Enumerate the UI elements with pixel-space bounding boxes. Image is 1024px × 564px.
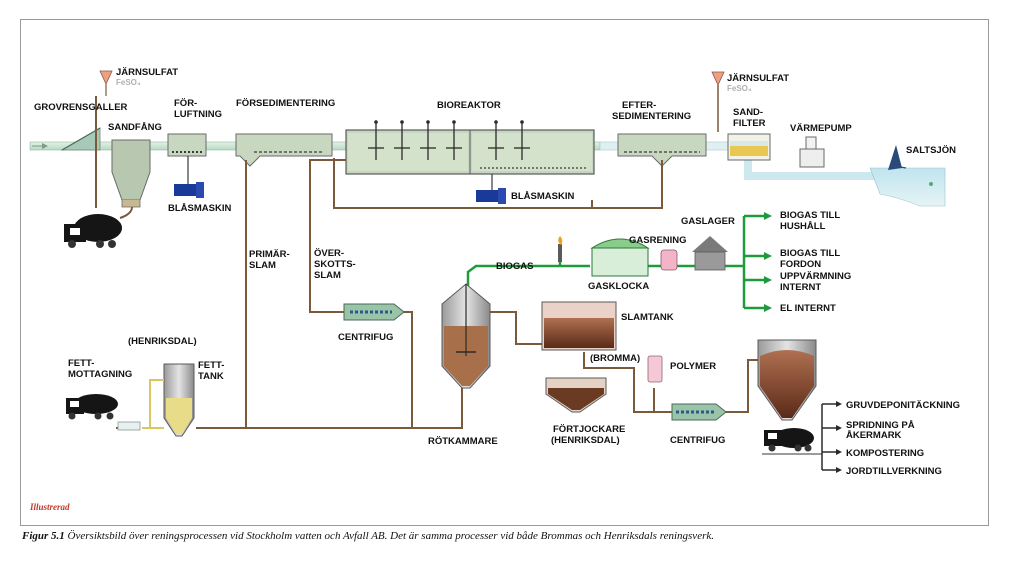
label-biogas-fordon-2: FORDON xyxy=(780,259,821,270)
label-overskott-1: ÖVER- xyxy=(314,248,344,259)
label-centrifug-1: CENTRIFUG xyxy=(338,332,393,343)
label-jarnsulfat-2: JÄRNSULFAT xyxy=(727,73,789,84)
label-forsedimentering: FÖRSEDIMENTERING xyxy=(236,98,335,109)
label-feso4-2: FeSO₄ xyxy=(727,84,752,93)
gas-holder xyxy=(590,238,650,277)
label-rotkammare: RÖTKAMMARE xyxy=(428,436,498,447)
label-henriksdal-1: (HENRIKSDAL) xyxy=(128,336,197,347)
label-fortjockare-1: FÖRTJOCKARE xyxy=(553,424,625,435)
biogas-arrows xyxy=(764,212,772,312)
label-eftersed-1: EFTER- xyxy=(622,100,656,111)
label-gasrening: GASRENING xyxy=(629,235,687,246)
label-sandfilter-1: SAND- xyxy=(733,107,763,118)
grease-tank xyxy=(163,363,195,437)
centrifuge-1 xyxy=(343,303,405,321)
label-polymer: POLYMER xyxy=(670,361,716,372)
label-slamtank: SLAMTANK xyxy=(621,312,674,323)
grit-chamber xyxy=(111,139,151,208)
figure-caption: Figur 5.1 Översiktsbild över reningsproc… xyxy=(22,530,1002,542)
pre-aeration-tank xyxy=(167,133,207,157)
label-biogas-fordon-1: BIOGAS TILL xyxy=(780,248,840,259)
digester xyxy=(441,283,491,389)
sludge-outputs xyxy=(821,403,836,471)
label-jarnsulfat-1: JÄRNSULFAT xyxy=(116,67,178,78)
label-el-internt: EL INTERNT xyxy=(780,303,836,314)
label-kompostering: KOMPOSTERING xyxy=(846,448,924,459)
label-primarslam-2: SLAM xyxy=(249,260,276,271)
label-gruvdeponi: GRUVDEPONITÄCKNING xyxy=(846,400,960,411)
label-grovrensgaller: GROVRENSGALLER xyxy=(34,102,128,113)
label-bromma: (BROMMA) xyxy=(590,353,640,364)
thickener xyxy=(545,377,607,413)
caption-text: Översiktsbild över reningsprocessen vid … xyxy=(67,530,714,542)
heat-pump xyxy=(799,136,825,168)
sand-filter xyxy=(727,133,771,161)
label-blasmaskin-1: BLÅSMASKIN xyxy=(168,203,231,214)
sludge-pipes xyxy=(116,159,760,429)
centrifuge-2 xyxy=(671,403,727,421)
label-gaslager: GASLAGER xyxy=(681,216,735,227)
label-uppvarmning-1: UPPVÄRMNING xyxy=(780,271,851,282)
label-forluftning-2: LUFTNING xyxy=(174,109,222,120)
gas-cleaning xyxy=(660,249,678,271)
label-forluftning-1: FÖR- xyxy=(174,98,197,109)
diagram-frame xyxy=(20,19,989,526)
label-eftersed-2: SEDIMENTERING xyxy=(612,111,691,122)
label-saltsjon: SALTSJÖN xyxy=(906,145,956,156)
label-blasmaskin-2: BLÅSMASKIN xyxy=(511,191,574,202)
label-spridning-2: ÅKERMARK xyxy=(846,430,902,441)
caption-figure-number: Figur 5.1 xyxy=(22,530,65,542)
label-biogas-hushall-2: HUSHÅLL xyxy=(780,221,826,232)
primary-sedimentation xyxy=(235,133,333,167)
polymer-tank xyxy=(647,355,663,383)
label-spridning-1: SPRIDNING PÅ xyxy=(846,420,915,431)
sludge-truck-2 xyxy=(762,428,822,455)
sludge-truck-1 xyxy=(64,206,133,248)
gas-storage xyxy=(692,236,728,271)
sludge-silo xyxy=(757,339,817,421)
label-fettmottagning-2: MOTTAGNING xyxy=(68,369,132,380)
secondary-sedimentation xyxy=(617,133,707,167)
label-feso4-1: FeSO₄ xyxy=(116,78,141,87)
grease-receiver xyxy=(117,421,141,431)
label-bioreaktor: BIOREAKTOR xyxy=(437,100,501,111)
ferric-sulfate-dosing-1 xyxy=(95,70,113,208)
label-fetttank-2: TANK xyxy=(198,371,224,382)
label-gasklocka: GASKLOCKA xyxy=(588,281,649,292)
blower-1 xyxy=(174,156,204,198)
label-fortjockare-2: (HENRIKSDAL) xyxy=(551,435,620,446)
flare-icon xyxy=(558,236,563,262)
label-centrifug-2: CENTRIFUG xyxy=(670,435,725,446)
ferric-sulfate-dosing-2 xyxy=(711,71,725,132)
illustrator-signature: Illustrerad xyxy=(30,502,70,512)
label-sandfang: SANDFÅNG xyxy=(108,122,162,133)
label-sandfilter-2: FILTER xyxy=(733,118,766,129)
bioreactor xyxy=(345,120,595,175)
grease-truck xyxy=(66,394,118,420)
label-fetttank-1: FETT- xyxy=(198,360,224,371)
label-varmepump: VÄRMEPUMP xyxy=(790,123,852,134)
label-biogas: BIOGAS xyxy=(496,261,533,272)
sludge-tank xyxy=(541,301,617,351)
label-uppvarmning-2: INTERNT xyxy=(780,282,821,293)
label-fettmottagning-1: FETT- xyxy=(68,358,94,369)
label-jordtillverkning: JORDTILLVERKNING xyxy=(846,466,942,477)
coarse-screen xyxy=(60,127,101,151)
label-overskott-3: SLAM xyxy=(314,270,341,281)
blower-2 xyxy=(476,174,506,204)
label-biogas-hushall-1: BIOGAS TILL xyxy=(780,210,840,221)
saltsjon-sea xyxy=(869,145,946,207)
label-primarslam-1: PRIMÄR- xyxy=(249,249,290,260)
label-overskott-2: SKOTTS- xyxy=(314,259,356,270)
